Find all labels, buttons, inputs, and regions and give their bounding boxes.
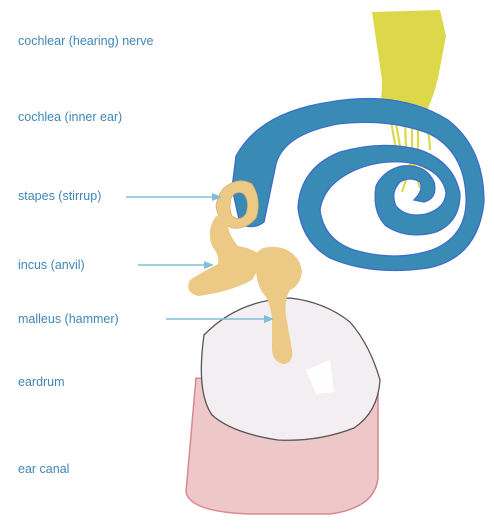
incus-shape	[188, 216, 262, 296]
label-stapes: stapes (stirrup)	[18, 189, 102, 203]
arrow-malleus	[166, 315, 274, 323]
eardrum-shape	[200, 297, 381, 441]
malleus-shape	[255, 246, 302, 364]
label-arrows	[126, 193, 274, 323]
label-ear-canal: ear canal	[18, 462, 70, 476]
arrow-incus	[138, 261, 214, 269]
label-incus: incus (anvil)	[18, 258, 85, 272]
label-eardrum: eardrum	[18, 375, 65, 389]
label-cochlea: cochlea (inner ear)	[18, 110, 123, 124]
label-malleus: malleus (hammer)	[18, 312, 119, 326]
stapes-shape	[215, 180, 259, 229]
cochlea-shape	[231, 97, 485, 272]
arrow-stapes	[126, 193, 222, 201]
label-cochlear-nerve: cochlear (hearing) nerve	[18, 34, 154, 48]
